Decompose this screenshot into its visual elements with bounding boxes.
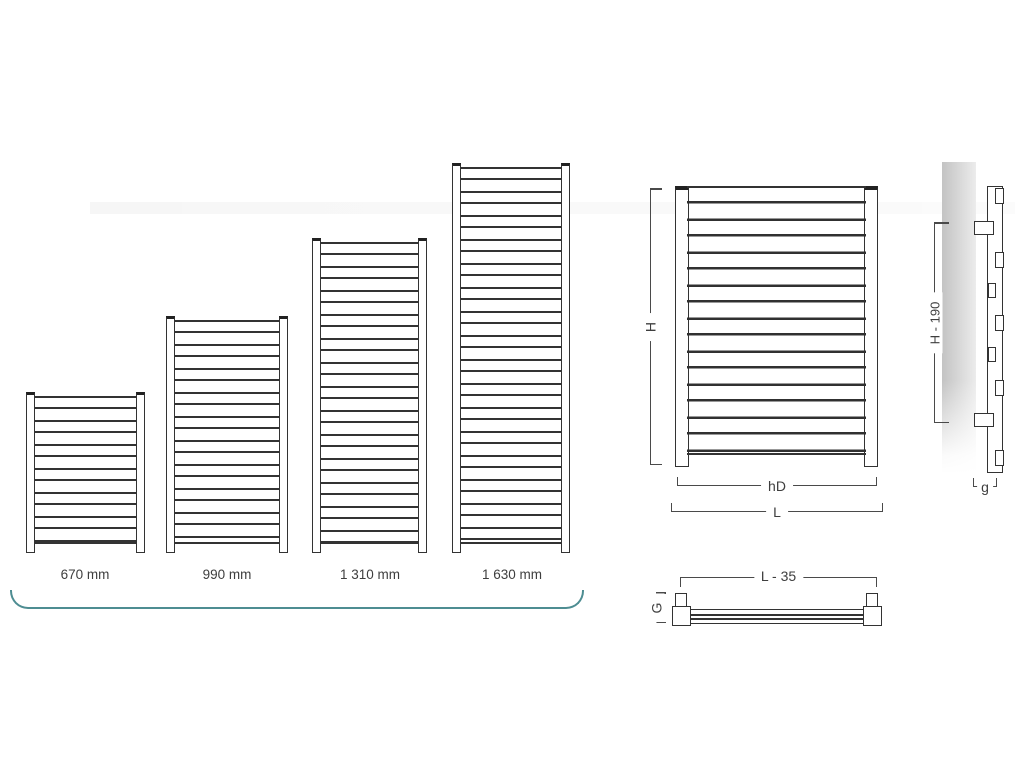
front-view-rungs: [687, 186, 866, 455]
radiator-right-tube: [279, 316, 288, 553]
radiator-illustration-670mm: [26, 392, 145, 553]
side-view-tube-end: [995, 315, 1004, 331]
dimension-L-label: L: [766, 505, 788, 520]
side-view-tube-end: [988, 283, 996, 298]
dimension-H: H: [643, 188, 662, 465]
dimension-G-label: G: [649, 593, 665, 622]
dimension-hD: hD: [677, 477, 877, 494]
radiator-illustration-1310mm: [312, 238, 427, 553]
dimension-L: L: [671, 503, 883, 520]
top-view-tube-bar: [686, 609, 869, 624]
dimension-L-35: L - 35: [680, 569, 877, 587]
radiator-right-tube: [418, 238, 427, 553]
radiator-illustration-1630mm: [452, 163, 570, 553]
dimension-L-35-label: L - 35: [753, 569, 804, 584]
dimension-H-label: H: [643, 312, 659, 341]
side-view-tube-end: [995, 252, 1004, 268]
size-range-bracket: [10, 590, 584, 609]
size-label-1630mm: 1 630 mm: [481, 567, 543, 582]
wall-bracket: [974, 221, 994, 235]
size-label-1310mm: 1 310 mm: [339, 567, 401, 582]
size-label-670mm: 670 mm: [60, 567, 110, 582]
top-view-end-block: [863, 606, 882, 626]
dimension-H-190: H - 190: [927, 222, 949, 423]
side-view-tube-end: [988, 347, 996, 362]
side-view-tube-end: [995, 380, 1004, 396]
wall-bracket: [974, 413, 994, 427]
dimension-g-label: g: [977, 480, 993, 495]
front-view-drawing: [675, 186, 878, 467]
side-view-tube-end: [995, 188, 1004, 204]
radiator-right-tube: [561, 163, 570, 553]
dimension-g: g: [973, 478, 997, 495]
side-view-tube-end: [995, 450, 1004, 466]
dimension-H-190-label: H - 190: [927, 292, 943, 353]
radiator-right-tube: [136, 392, 145, 553]
radiator-illustration-990mm: [166, 316, 288, 553]
dimension-hD-label: hD: [761, 479, 793, 494]
size-label-990mm: 990 mm: [202, 567, 252, 582]
radiator-rungs: [174, 320, 280, 544]
radiator-rungs: [34, 396, 137, 544]
radiator-rungs: [460, 167, 562, 544]
dimension-G: G: [649, 592, 666, 623]
front-view-right-tube: [864, 186, 878, 467]
top-view-end-block: [672, 606, 691, 626]
radiator-rungs: [320, 242, 419, 544]
